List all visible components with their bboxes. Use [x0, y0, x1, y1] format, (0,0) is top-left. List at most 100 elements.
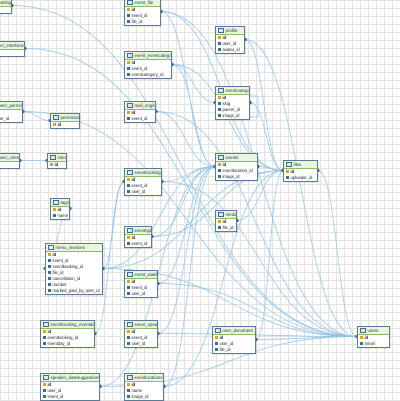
entity-title: events [216, 154, 257, 162]
entity-field[interactable]: event_id [125, 116, 155, 122]
entity-field[interactable]: event_id [125, 241, 151, 247]
entity-field[interactable]: event_id [46, 258, 102, 264]
entity-field[interactable]: name [125, 388, 163, 394]
entity-field[interactable]: file_id [46, 270, 102, 276]
primary-key-field[interactable]: id [216, 219, 236, 225]
entity-field[interactable]: slug [216, 101, 249, 107]
entity-field[interactable]: marked_paid_by_user_id [46, 288, 102, 294]
entity-e13[interactable]: eventtypeidevent_id [124, 226, 152, 248]
entity-e23[interactable]: user_interfacesid [0, 41, 25, 57]
primary-key-field[interactable]: id [41, 329, 94, 335]
field-name: event_id [131, 183, 148, 188]
entity-field[interactable]: event_id [125, 66, 171, 72]
field-name: event_id [131, 335, 148, 340]
primary-key-field[interactable]: id [51, 122, 79, 128]
entity-e3[interactable]: event_eventcategoryidevent_ideventcatego… [124, 51, 172, 79]
entity-field[interactable]: user_id [216, 41, 244, 47]
entity-e22[interactable]: settingsid [0, 0, 12, 14]
entity-field[interactable]: user_id [125, 189, 161, 195]
entity-e12[interactable]: mediaidfile_id [215, 210, 237, 232]
primary-key-field[interactable]: id [0, 162, 19, 168]
entity-field[interactable]: file_id [216, 225, 236, 231]
primary-key-field[interactable]: id [125, 110, 155, 116]
entity-field[interactable]: file_id [213, 347, 255, 353]
primary-key-field[interactable]: id [125, 177, 161, 183]
entity-name: profile [225, 28, 238, 33]
entity-field[interactable]: user_id [0, 116, 22, 122]
entity-field[interactable]: event_id [125, 183, 161, 189]
table-icon [127, 375, 133, 381]
entity-e24[interactable]: user_permissionsiduser_id [0, 101, 23, 123]
primary-key-field[interactable]: id [125, 329, 157, 335]
entity-field[interactable]: user_id [125, 341, 157, 347]
field-name: id [131, 235, 136, 240]
entity-field[interactable]: eventbooking_id [41, 335, 94, 341]
entity-field[interactable]: event_id [41, 394, 99, 400]
entity-e5[interactable]: mail_englishidevent_id [124, 101, 156, 123]
primary-key-field[interactable]: id [41, 382, 99, 388]
entity-field[interactable]: uploader_id [284, 175, 317, 181]
primary-key-field[interactable]: id [51, 207, 69, 213]
entity-field[interactable]: event_id [125, 13, 160, 19]
primary-key-field[interactable]: id [125, 7, 160, 13]
entity-field[interactable]: event_id [125, 335, 157, 341]
primary-key-field[interactable]: id [46, 252, 102, 258]
entity-field[interactable]: image_id [216, 174, 257, 180]
primary-key-field[interactable]: id [216, 95, 249, 101]
primary-key-field[interactable]: id [48, 162, 66, 168]
primary-key-field[interactable]: id [125, 60, 171, 66]
entity-e25[interactable]: user_rolesid [0, 153, 20, 169]
primary-key-field[interactable]: id [125, 279, 157, 285]
entity-field[interactable]: image_id [216, 113, 249, 119]
primary-key-field[interactable]: id [216, 162, 257, 168]
entity-field[interactable]: parent_id [216, 107, 249, 113]
field-name: event_id [131, 66, 148, 71]
primary-key-field[interactable]: id [125, 382, 163, 388]
entity-field[interactable]: eventcategory_id [125, 72, 171, 78]
entity-e6[interactable]: permissionsid [50, 113, 80, 129]
entity-field[interactable]: name [51, 213, 69, 219]
column-icon [43, 342, 46, 346]
entity-e7[interactable]: rolesid [47, 153, 67, 169]
primary-key-field[interactable]: id [213, 335, 255, 341]
entity-field[interactable]: email [358, 341, 389, 347]
entity-field[interactable]: user_id [213, 341, 255, 347]
primary-key-field[interactable]: id [125, 235, 151, 241]
primary-key-field[interactable]: id [0, 7, 11, 13]
primary-key-field[interactable]: id [284, 169, 317, 175]
entity-field[interactable]: avatar_id [216, 47, 244, 53]
relationship-line [22, 111, 358, 337]
primary-key-field[interactable]: id [358, 335, 389, 341]
key-icon [286, 170, 289, 174]
entity-field[interactable]: image_id [125, 394, 163, 400]
entity-field[interactable]: eventbooking_id [46, 264, 102, 270]
entity-field[interactable]: event_id [125, 285, 157, 291]
entity-field[interactable]: eventday_id [41, 341, 94, 347]
table-icon [360, 328, 366, 334]
entity-field[interactable]: number [46, 282, 102, 288]
primary-key-field[interactable]: id [216, 35, 244, 41]
entity-field[interactable]: user_id [41, 388, 99, 394]
entity-field[interactable]: eventlocation_id [216, 168, 257, 174]
entity-field[interactable]: user_id [125, 291, 157, 297]
entity-field[interactable]: cancellation_id [46, 276, 102, 282]
field-name: user_id [131, 189, 146, 194]
entity-field[interactable]: file_id [125, 19, 160, 25]
primary-key-field[interactable]: id [0, 50, 24, 56]
